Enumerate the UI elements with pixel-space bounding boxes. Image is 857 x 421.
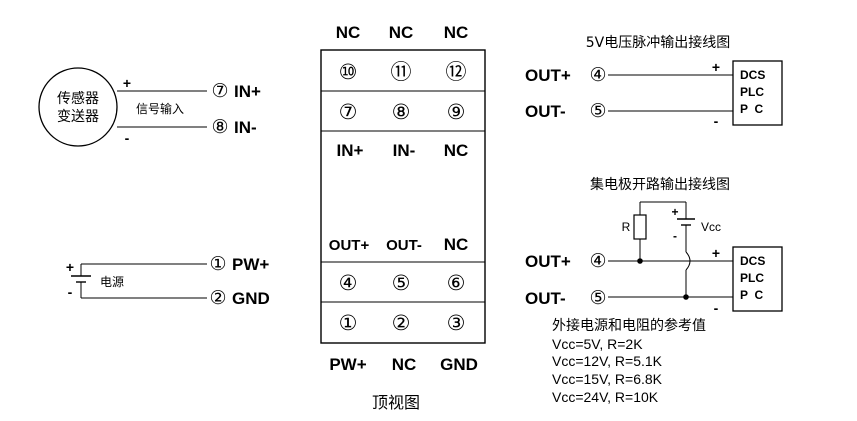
power-section: + - 电源 ① PW+ ② GND <box>66 254 270 309</box>
oc-junction-gnd <box>683 294 689 300</box>
pulse-minus-sign: - <box>714 113 719 129</box>
bottom-label-gnd: GND <box>440 355 478 374</box>
module-caption: 顶视图 <box>372 393 420 412</box>
oc-out-plus-label: OUT+ <box>525 252 571 271</box>
gnd-pin-label: GND <box>232 289 270 308</box>
top-label-2: NC <box>389 23 414 42</box>
oc-minus-sign: - <box>714 300 719 316</box>
terminal-3: ③ <box>447 312 466 335</box>
gnd-pin-number: ② <box>209 288 226 309</box>
pw-plus-pin-number: ① <box>209 254 226 275</box>
pulse-out-plus-label: OUT+ <box>525 66 571 85</box>
terminal-9: ⑨ <box>447 101 466 124</box>
label-in-plus: IN+ <box>337 141 364 160</box>
oc-vcc-minus: - <box>673 229 677 243</box>
label-nc-9: NC <box>444 141 469 160</box>
bottom-label-nc: NC <box>392 355 417 374</box>
terminal-4: ④ <box>339 272 358 295</box>
terminal-6: ⑥ <box>447 272 466 295</box>
sensor-label-line2: 变送器 <box>57 109 99 125</box>
terminal-5: ⑤ <box>392 272 411 295</box>
pulse-title: 5V电压脉冲输出接线图 <box>586 34 730 51</box>
terminal-2: ② <box>392 312 411 335</box>
bottom-label-pw-plus: PW+ <box>329 355 366 374</box>
pulse-dcs-box <box>732 60 783 126</box>
pulse-dcs-line2: PLC <box>740 85 764 99</box>
top-label-1: NC <box>336 23 361 42</box>
pulse-out-plus-number: ④ <box>589 65 606 86</box>
power-label: 电源 <box>100 275 124 289</box>
oc-dcs-line2: PLC <box>740 271 764 285</box>
pulse-plus-sign: + <box>712 59 720 75</box>
label-in-minus: IN- <box>393 141 416 160</box>
terminal-1: ① <box>339 312 358 335</box>
oc-junction-r <box>637 258 643 264</box>
sensor-input-section: 传感器 变送器 + - 信号输入 ⑦ IN+ ⑧ IN- <box>38 67 261 147</box>
oc-note-title: 外接电源和电阻的参考值 <box>552 317 706 334</box>
in-plus-pin-number: ⑦ <box>211 81 228 102</box>
sensor-plus-sign: + <box>123 75 131 91</box>
pw-plus-pin-label: PW+ <box>232 255 269 274</box>
terminal-8: ⑧ <box>392 101 411 124</box>
oc-r-label: R <box>622 220 631 234</box>
power-minus-sign: - <box>68 284 73 300</box>
oc-dcs-line3: P C <box>740 288 763 302</box>
oc-dcs-box <box>732 246 783 312</box>
power-plus-sign: + <box>66 259 74 275</box>
module-outline <box>320 49 486 344</box>
pulse-dcs-line1: DCS <box>740 68 765 82</box>
signal-input-label: 信号输入 <box>136 101 184 116</box>
terminal-10: ⑩ <box>339 61 358 84</box>
oc-value-3: Vcc=15V, R=6.8K <box>552 371 663 387</box>
oc-out-minus-label: OUT- <box>525 289 566 308</box>
sensor-minus-sign: - <box>125 130 130 146</box>
open-collector-section: 集电极开路输出接线图 R + - Vcc OUT+ ④ OUT- ⑤ + - D… <box>525 176 783 405</box>
oc-title: 集电极开路输出接线图 <box>590 176 730 193</box>
top-label-3: NC <box>444 23 469 42</box>
oc-dcs-line1: DCS <box>740 254 765 268</box>
pulse-out-minus-label: OUT- <box>525 102 566 121</box>
label-out-minus: OUT- <box>386 237 422 254</box>
terminal-11: ⑪ <box>391 61 412 84</box>
sensor-label-line1: 传感器 <box>57 90 99 107</box>
oc-value-4: Vcc=24V, R=10K <box>552 389 659 405</box>
terminal-12: ⑫ <box>446 61 467 84</box>
in-minus-pin-number: ⑧ <box>211 117 228 138</box>
oc-vcc-plus: + <box>671 205 678 219</box>
in-plus-pin-label: IN+ <box>234 82 261 101</box>
pulse-dcs-line3: P C <box>740 102 763 116</box>
terminal-7: ⑦ <box>339 101 358 124</box>
oc-vcc-label: Vcc <box>701 220 721 234</box>
pulse-output-section: 5V电压脉冲输出接线图 OUT+ ④ OUT- ⑤ + - DCS PLC P … <box>525 34 783 129</box>
oc-plus-sign: + <box>712 245 720 261</box>
module-top-view: NC NC NC ⑩ ⑪ ⑫ ⑦ ⑧ ⑨ IN+ IN- NC OUT+ OUT… <box>320 23 486 412</box>
label-out-plus: OUT+ <box>329 237 370 254</box>
oc-value-1: Vcc=5V, R=2K <box>552 336 643 352</box>
sensor-circle <box>38 67 118 147</box>
oc-value-2: Vcc=12V, R=5.1K <box>552 353 663 369</box>
in-minus-pin-label: IN- <box>234 118 257 137</box>
pulse-out-minus-number: ⑤ <box>589 101 606 122</box>
oc-out-minus-number: ⑤ <box>589 288 606 309</box>
oc-resistor <box>633 214 647 240</box>
label-nc-6: NC <box>444 235 469 254</box>
oc-out-plus-number: ④ <box>589 251 606 272</box>
